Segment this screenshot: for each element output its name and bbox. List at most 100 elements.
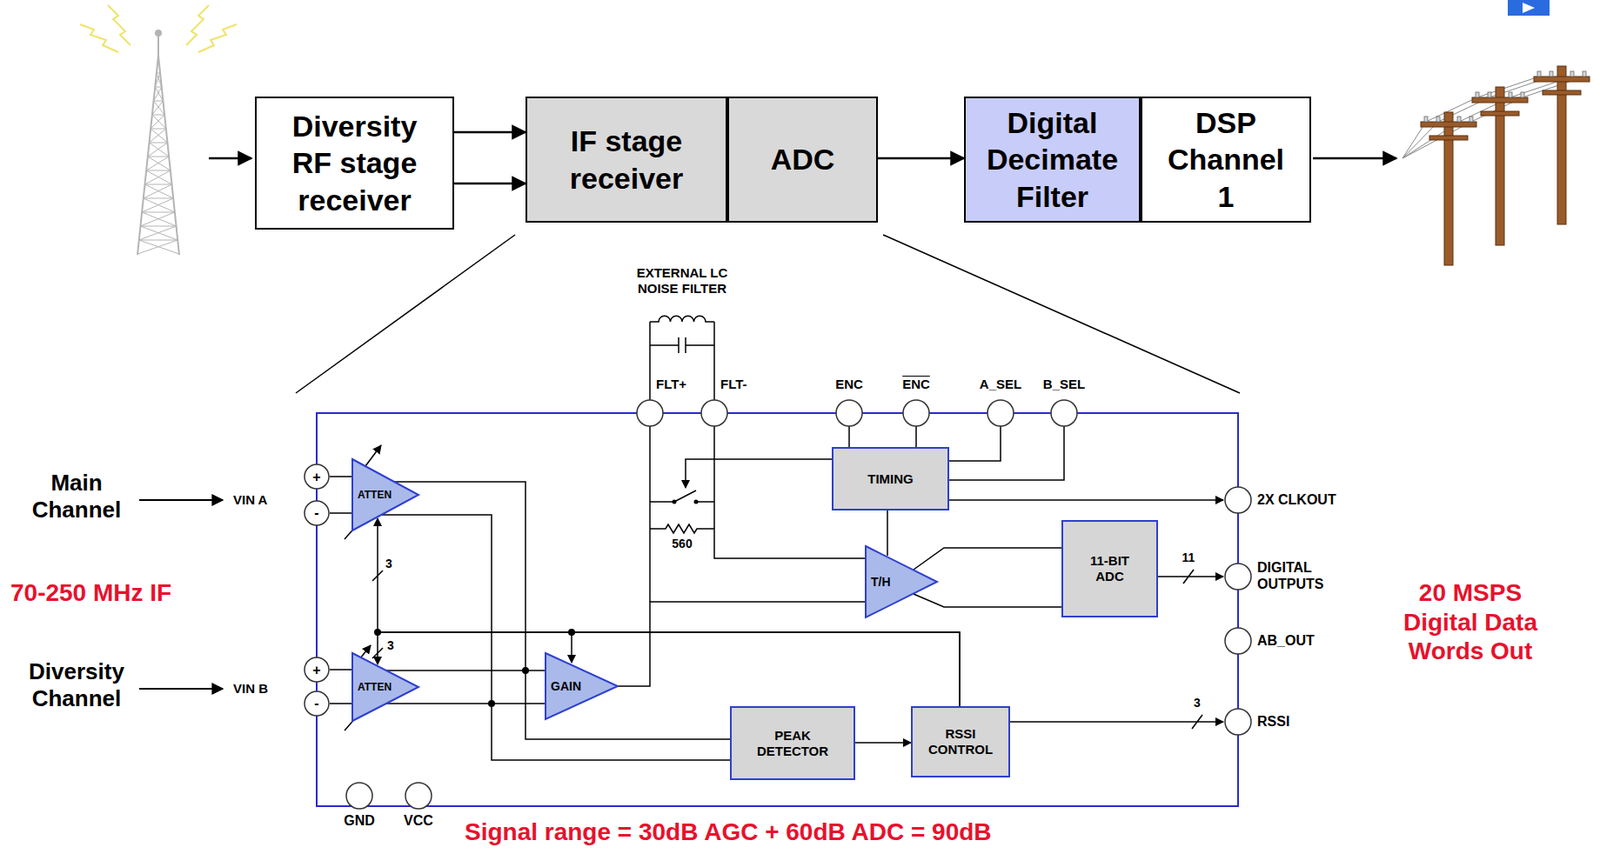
pin-circle bbox=[836, 400, 863, 427]
tower-lattice bbox=[149, 142, 168, 144]
tower-lattice bbox=[143, 184, 173, 199]
lc-filter bbox=[649, 315, 715, 401]
wire bbox=[570, 632, 573, 663]
tower-lattice bbox=[154, 87, 162, 88]
telephone-poles bbox=[1520, 92, 1525, 98]
tower-lattice bbox=[137, 240, 178, 255]
flow-arrow bbox=[139, 158, 1397, 690]
peak-detector-block: PEAK DETECTOR bbox=[729, 706, 856, 781]
lc-filter bbox=[649, 321, 715, 401]
pin-circle bbox=[1225, 709, 1252, 736]
triangle-shape bbox=[545, 653, 618, 720]
pin-circle bbox=[304, 501, 329, 526]
node-label: Digital Decimate Filter bbox=[972, 104, 1132, 216]
lc-filter bbox=[649, 315, 715, 322]
tower-lattice bbox=[146, 156, 169, 171]
tower-lattice bbox=[153, 87, 162, 101]
tower-lattice bbox=[144, 184, 174, 199]
tower-lattice bbox=[139, 240, 180, 255]
tower-lattice bbox=[149, 128, 167, 143]
nav-icon bbox=[1507, 0, 1550, 16]
dsp-box: DSP Channel 1 bbox=[1140, 96, 1312, 223]
signal-connector bbox=[377, 632, 960, 707]
node-text-wrap: Digital Decimate Filter bbox=[972, 104, 1132, 216]
tower-lattice bbox=[137, 73, 180, 255]
wire bbox=[685, 459, 832, 489]
tower-lattice bbox=[140, 226, 176, 228]
telephone-poles bbox=[1537, 71, 1541, 77]
wire bbox=[1158, 575, 1224, 578]
tower-lattice bbox=[140, 212, 175, 227]
radio-waves bbox=[198, 24, 237, 53]
wire bbox=[365, 445, 382, 467]
wire bbox=[913, 594, 1062, 608]
pin-circle bbox=[1051, 400, 1078, 427]
polarity-sign: - bbox=[314, 504, 319, 522]
flow-arrow bbox=[139, 688, 223, 690]
tower-lattice bbox=[154, 73, 161, 88]
triangle-shape bbox=[352, 653, 419, 722]
node-text-wrap: GAIN bbox=[550, 679, 582, 695]
wire bbox=[949, 426, 1065, 481]
node-text-wrap: 11-BIT ADC bbox=[1077, 553, 1143, 585]
junction-dot bbox=[672, 500, 677, 505]
pin-name: GND bbox=[343, 812, 375, 830]
radio-tower bbox=[137, 30, 180, 255]
node-label: IF stage receiver bbox=[534, 122, 719, 197]
radio-tower bbox=[155, 30, 161, 36]
tower-lattice bbox=[149, 142, 170, 157]
pin-circle bbox=[304, 657, 329, 683]
radio-waves bbox=[80, 5, 237, 53]
chip-outline bbox=[316, 413, 1239, 807]
flow-arrow bbox=[1312, 157, 1397, 161]
tower-lattice bbox=[141, 212, 175, 214]
signal-connector bbox=[394, 482, 730, 740]
bus-width: 3 bbox=[1193, 696, 1201, 711]
wire bbox=[649, 524, 715, 534]
track-hold-triangle: T/H bbox=[865, 546, 938, 618]
pin-name: 2X CLKOUT bbox=[1257, 491, 1337, 509]
decimate-filter-box: Digital Decimate Filter bbox=[964, 96, 1141, 223]
pin-name: FLT+ bbox=[656, 376, 687, 393]
wire bbox=[949, 499, 1224, 502]
node-text-wrap: PEAK DETECTOR bbox=[744, 728, 841, 760]
tower-lattice bbox=[150, 128, 168, 143]
telephone-poles bbox=[1472, 97, 1528, 103]
pin-circle bbox=[987, 400, 1014, 427]
pin-name: DIGITAL OUTPUTS bbox=[1257, 559, 1345, 593]
if-stage-box: IF stage receiver bbox=[525, 96, 728, 223]
telephone-poles bbox=[1402, 66, 1590, 266]
tower-lattice bbox=[143, 198, 175, 213]
pin-circle bbox=[304, 691, 329, 717]
radio-waves bbox=[80, 24, 119, 53]
signal-connector bbox=[886, 510, 889, 556]
zoom-line bbox=[295, 234, 516, 394]
wire bbox=[386, 702, 546, 705]
telephone-poles bbox=[1444, 112, 1453, 266]
node-text-wrap: DSP Channel 1 bbox=[1160, 104, 1292, 216]
node-label: Diversity RF stage receiver bbox=[272, 107, 438, 220]
bus-width: 3 bbox=[387, 638, 395, 654]
pin-name: VIN B bbox=[233, 681, 268, 697]
tower-lattice bbox=[139, 240, 178, 242]
pin-name: A_SEL bbox=[979, 376, 1022, 393]
telephone-poles bbox=[1557, 66, 1567, 225]
signal-connector bbox=[855, 742, 911, 744]
telephone-poles bbox=[1582, 71, 1587, 77]
node-label: T/H bbox=[870, 575, 891, 590]
tower-lattice bbox=[152, 114, 165, 116]
pin-circle bbox=[701, 400, 728, 427]
radio-waves bbox=[107, 5, 131, 46]
pin-name: B_SEL bbox=[1043, 376, 1085, 393]
attenuator-triangle: ATTEN bbox=[352, 459, 419, 531]
node-text-wrap: RSSI CONTROL bbox=[919, 726, 1002, 758]
node-label: PEAK DETECTOR bbox=[744, 728, 841, 760]
node-label: RSSI CONTROL bbox=[919, 726, 1002, 758]
rssi-control-block: RSSI CONTROL bbox=[910, 706, 1011, 778]
nav-icon bbox=[1522, 2, 1535, 14]
telephone-poles bbox=[1424, 116, 1428, 122]
pin-circle bbox=[346, 783, 373, 810]
zoom-line bbox=[295, 234, 1240, 394]
polarity-sign: + bbox=[312, 468, 321, 486]
signal-connector bbox=[454, 182, 526, 186]
